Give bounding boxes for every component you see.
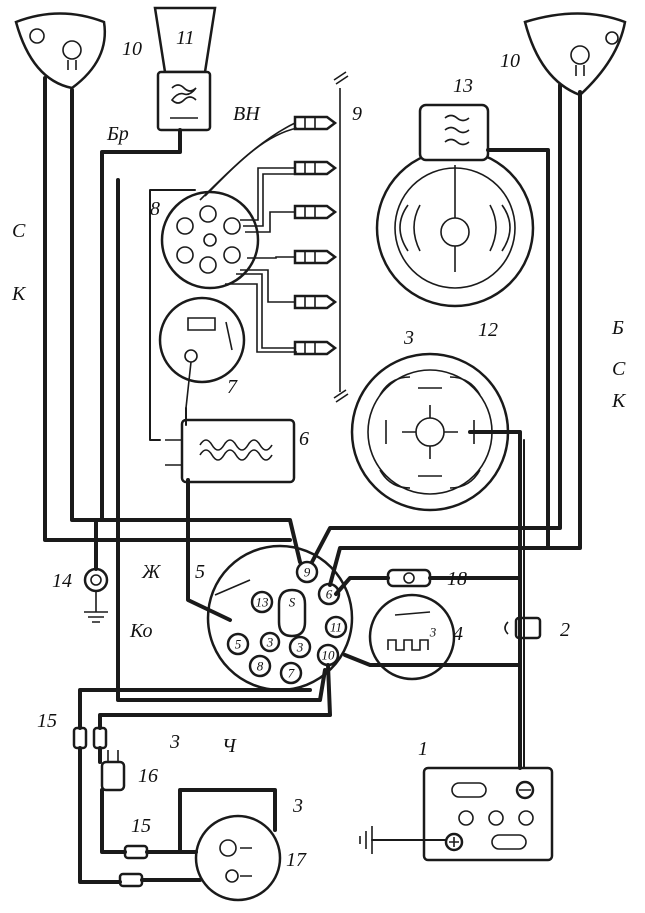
starter-motor xyxy=(375,103,535,308)
light-switch xyxy=(206,544,354,692)
breaker xyxy=(158,296,246,409)
tail-light xyxy=(194,814,282,902)
ground-lamp xyxy=(83,567,109,623)
connectors xyxy=(72,726,149,888)
label-16: 16 xyxy=(138,765,158,787)
label-10-left: 10 xyxy=(122,38,142,60)
switch-terminal: 10 xyxy=(322,648,336,663)
label-12: 12 xyxy=(478,319,498,341)
spark-plugs xyxy=(293,71,349,403)
ammeter xyxy=(504,616,542,640)
label-1: 1 xyxy=(418,738,428,760)
label-s-right: С xyxy=(612,358,626,380)
switch-terminal: 3 xyxy=(296,640,304,655)
ignition-coil xyxy=(165,418,296,484)
regulator-terminal: 3 xyxy=(429,625,437,640)
label-2: 2 xyxy=(560,619,570,641)
label-ko: Ко xyxy=(129,620,153,642)
label-15-top: 15 xyxy=(37,710,57,732)
label-3-generator: 3 xyxy=(403,327,414,349)
label-13: 13 xyxy=(453,75,473,97)
label-br: Бр xyxy=(106,123,129,145)
label-14: 14 xyxy=(52,570,72,592)
switch-terminal: 9 xyxy=(304,565,311,580)
label-zh: Ж xyxy=(141,561,162,583)
label-wire-3-upper: 3 xyxy=(169,731,180,753)
switch-terminal: 5 xyxy=(235,637,242,652)
label-6: 6 xyxy=(299,428,309,450)
indicator-lamp xyxy=(386,568,432,588)
high-voltage-leads xyxy=(199,122,298,353)
switch-terminal: S xyxy=(289,595,296,610)
label-11: 11 xyxy=(176,27,195,49)
switch-terminal: 13 xyxy=(256,595,270,610)
label-4: 4 xyxy=(453,623,463,645)
distributor-cap xyxy=(160,190,260,290)
switch-terminal: 3 xyxy=(266,635,274,650)
main-wiring xyxy=(43,76,582,884)
label-5: 5 xyxy=(195,561,205,583)
label-b-right: Б xyxy=(611,317,624,339)
label-17: 17 xyxy=(286,849,307,871)
switch-terminal: 6 xyxy=(326,587,333,602)
headlamp-right xyxy=(523,12,627,97)
label-8: 8 xyxy=(150,198,160,220)
label-18: 18 xyxy=(447,568,467,590)
label-k-right: К xyxy=(611,390,627,412)
switch-terminal: 7 xyxy=(288,666,295,681)
label-9: 9 xyxy=(352,103,362,125)
switch-terminal: 11 xyxy=(330,620,342,635)
battery xyxy=(359,766,554,862)
horn xyxy=(153,6,217,132)
headlamp-left xyxy=(14,12,107,90)
label-7: 7 xyxy=(227,376,238,398)
label-s-left: С xyxy=(12,220,26,242)
switch-terminal: 8 xyxy=(257,659,264,674)
label-vn: ВН xyxy=(233,103,261,125)
label-wire-3-lower: 3 xyxy=(292,795,303,817)
label-15-bottom: 15 xyxy=(131,815,151,837)
labels: 10 10 11 Бр ВН 9 8 13 12 С К 7 3 Б С К 6… xyxy=(11,27,627,871)
voltage-regulator xyxy=(368,593,456,681)
label-10-right: 10 xyxy=(500,50,520,72)
label-k-left: К xyxy=(11,283,27,305)
label-wire-4: Ч xyxy=(222,735,237,757)
